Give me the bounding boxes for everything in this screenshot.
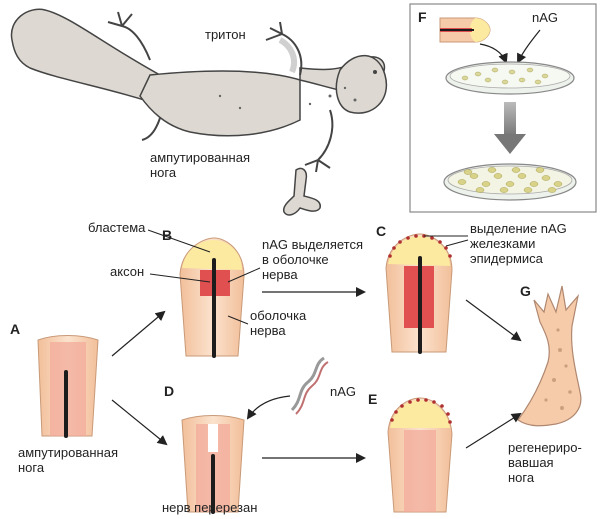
panel-label-b: B [162, 227, 172, 243]
flow-arrows [111, 287, 522, 463]
panel-e-limb [387, 397, 453, 513]
label-axon: аксон [110, 264, 144, 279]
panel-label-e: E [368, 391, 377, 407]
panel-label-f: F [418, 9, 427, 25]
newt-illustration [10, 8, 388, 173]
label-blastema: бластема [88, 220, 146, 235]
label-nerve-cut: нерв перерезан [162, 500, 257, 515]
label-nag-inset: nAG [532, 10, 558, 25]
arrow-e-to-g [465, 412, 522, 449]
severed-leg-illustration [282, 167, 321, 216]
panel-label-c: C [376, 223, 386, 239]
arrow-a-to-b [111, 310, 166, 357]
panel-label-a: A [10, 321, 20, 337]
arrow-a-to-d [111, 399, 168, 446]
arrow-nag-to-d [246, 395, 291, 420]
panel-f-inset: F nAG [409, 3, 597, 213]
panel-a-limb [37, 335, 99, 438]
panel-b-limb [179, 237, 245, 358]
arrow-c-to-g [465, 299, 522, 342]
panel-label-g: G [520, 283, 531, 299]
label-newt: тритон [205, 27, 246, 42]
panel-label-d: D [164, 383, 174, 399]
panel-g-regenerated-limb [517, 285, 582, 427]
nag-molecule-icon [290, 356, 329, 415]
panel-d-limb [181, 415, 245, 514]
label-nag-molecule: nAG [330, 384, 356, 399]
panel-c-limb [385, 233, 453, 354]
